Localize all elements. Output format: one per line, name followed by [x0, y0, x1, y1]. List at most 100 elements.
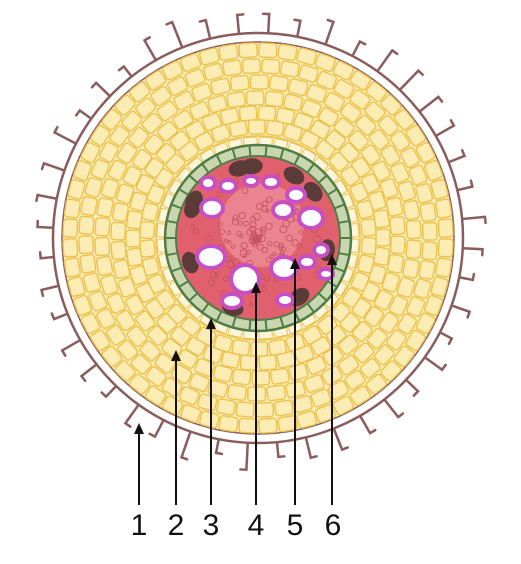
cortex-cell	[268, 339, 287, 356]
root-hair	[181, 430, 191, 460]
cortex-cell	[96, 256, 113, 276]
xylem-lumen	[233, 267, 257, 291]
root-hair	[376, 50, 397, 73]
root-hair	[150, 418, 165, 436]
cortex-cell	[96, 197, 113, 217]
xylem-lumen	[301, 258, 313, 266]
root-hair	[423, 356, 446, 370]
root-hair	[145, 37, 157, 62]
root-hair	[92, 83, 111, 98]
cortex-cell	[232, 340, 250, 356]
cortex-cell	[216, 399, 236, 416]
root-hair	[55, 127, 78, 144]
cortex-cell	[419, 260, 436, 280]
cortex-cell	[219, 44, 239, 61]
cortex-cell	[265, 91, 284, 107]
xylem-lumen	[321, 271, 331, 277]
cortex-cell	[357, 254, 374, 273]
cortex-cell	[390, 236, 405, 254]
root-hair	[450, 305, 470, 318]
cortex-cell	[422, 242, 437, 260]
cortex-cell	[111, 241, 126, 259]
cortex-cell	[361, 219, 376, 237]
cortex-cell	[259, 355, 277, 370]
xylem-lumen	[199, 248, 223, 266]
root-hair	[434, 120, 454, 137]
xylem-lumen	[203, 201, 221, 215]
cortex-cell	[140, 221, 155, 238]
cortex-cell	[80, 196, 97, 216]
cortex-cell	[80, 254, 96, 273]
root-hair	[359, 414, 375, 433]
cortex-cell	[402, 259, 419, 279]
cortex-cell	[423, 223, 438, 241]
label-6: 6	[318, 508, 348, 544]
root-hair	[81, 363, 98, 381]
endodermis-cell-wall	[249, 320, 250, 331]
cortex-cell	[247, 91, 264, 105]
cortex-cell	[250, 75, 268, 89]
cortex-cell	[258, 106, 276, 121]
cortex-cell	[267, 385, 286, 401]
xylem-lumen	[203, 179, 213, 187]
cortex-cell	[403, 200, 420, 220]
cortex-cell	[236, 402, 254, 417]
root-hair	[460, 217, 485, 223]
label-2: 2	[161, 508, 191, 544]
cortex-cell	[141, 202, 158, 221]
cortex-cell	[280, 60, 300, 77]
cortex-cell	[435, 199, 452, 219]
root-hair	[167, 22, 183, 49]
root-hair	[200, 20, 211, 40]
cortex-cell	[227, 91, 246, 107]
cortex-cell	[95, 218, 110, 237]
cortex-cell	[79, 216, 94, 234]
root-hair	[333, 427, 348, 450]
cortex-cell	[420, 203, 436, 222]
cortex-cell	[251, 342, 268, 356]
label-5: 5	[280, 508, 310, 544]
xylem-lumen	[222, 182, 234, 190]
endodermis-cell-wall	[249, 145, 250, 156]
cortex-cell	[387, 254, 404, 273]
root-hair	[240, 441, 247, 470]
cortex-cell	[64, 258, 81, 278]
cortex-cell	[406, 220, 421, 238]
label-1: 1	[124, 508, 154, 544]
cortex-cell	[278, 44, 298, 61]
cortex-cell	[229, 120, 248, 137]
cortex-cell	[256, 403, 274, 418]
label-4: 4	[241, 508, 271, 544]
cortex-cell	[112, 203, 129, 222]
cortex-cell	[239, 43, 257, 58]
cortex-cell	[361, 237, 376, 254]
cortex-cell	[259, 418, 277, 433]
xylem-lumen	[279, 296, 291, 304]
root-hair	[305, 435, 316, 457]
xylem-lumen	[301, 210, 321, 226]
root-hair	[418, 97, 442, 113]
cortex-cell	[63, 219, 78, 237]
cortex-cell	[252, 371, 269, 385]
cortex-cell	[406, 240, 421, 259]
endodermis-cell-wall	[266, 320, 267, 331]
root-hair	[125, 403, 139, 427]
cortex-cell	[390, 217, 405, 235]
cortex-cell	[230, 75, 249, 91]
cortex-cell	[239, 418, 257, 433]
endodermis-cell-wall	[266, 145, 267, 156]
cortex-cell	[219, 415, 239, 432]
cortex-cell	[262, 59, 280, 74]
root-hair	[325, 20, 334, 46]
cortex-cell	[259, 43, 277, 58]
cortex-cell	[63, 239, 78, 257]
xylem-lumen	[224, 296, 240, 306]
cortex-cell	[232, 369, 251, 385]
cortex-cell	[270, 368, 289, 384]
xylem-lumen	[246, 178, 256, 184]
xylem-lumen	[289, 190, 303, 200]
cortex-cell	[223, 60, 242, 76]
cortex-cell	[243, 59, 261, 74]
